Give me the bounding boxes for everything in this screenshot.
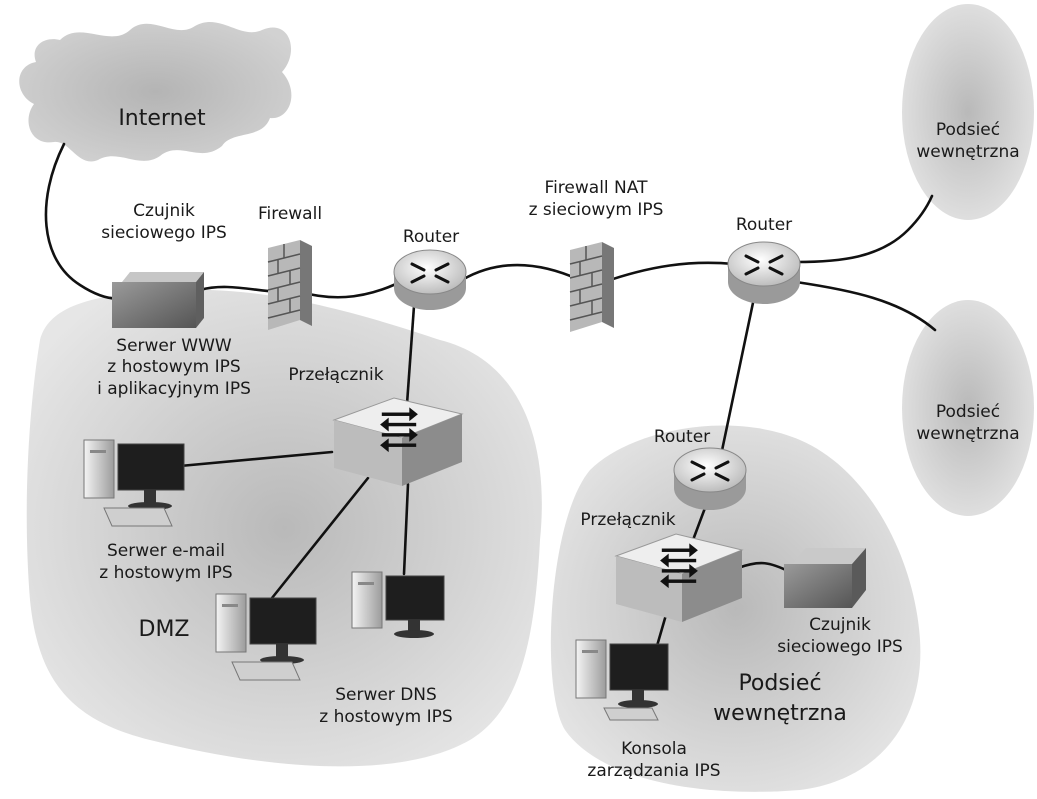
firewall-nat-icon [569, 242, 614, 332]
firewall-icon [267, 240, 312, 330]
subnet-top-label-2: wewnętrzna [916, 142, 1019, 162]
network-sensor-inner-icon [784, 548, 866, 608]
sensor-inner-label-2: sieciowego IPS [777, 637, 903, 657]
console-label-2: zarządzania IPS [587, 761, 720, 781]
router-1-icon [393, 249, 467, 310]
web-server-computer-icon [83, 439, 185, 527]
subnet-inner-label-1: Podsieć [738, 671, 821, 696]
firewall-label: Firewall [258, 204, 322, 224]
web-server-label-2: z hostowym IPS [107, 357, 240, 377]
subnet-right-label-1: Podsieć [936, 402, 1000, 422]
switch-dmz-label: Przełącznik [288, 365, 383, 385]
switch-inner-icon [614, 533, 744, 622]
dns-server-label-1: Serwer DNS [335, 685, 437, 705]
dmz-label: DMZ [139, 617, 190, 642]
internet-label: Internet [118, 106, 206, 131]
subnet-right-ellipse [902, 300, 1034, 516]
router-2-label: Router [736, 215, 792, 235]
subnet-right-label-2: wewnętrzna [916, 424, 1019, 444]
console-label-1: Konsola [621, 739, 687, 759]
mail-server-label-2: z hostowym IPS [99, 563, 232, 583]
web-server-label-3: i aplikacyjnym IPS [97, 379, 251, 399]
dmz-zone [26, 290, 542, 767]
dns-server-computer-icon [351, 571, 445, 638]
subnet-top-label-1: Podsieć [936, 120, 1000, 140]
subnet-inner-label-2: wewnętrzna [713, 701, 847, 726]
firewall-nat-label-2: z sieciowym IPS [529, 200, 664, 220]
dns-server-label-2: z hostowym IPS [319, 707, 452, 727]
web-server-label-1: Serwer WWW [116, 336, 232, 356]
router-2-icon [727, 241, 801, 304]
sensor-top-label-2: sieciowego IPS [101, 223, 227, 243]
ips-console-computer-icon [575, 639, 669, 721]
sensor-top-label-1: Czujnik [133, 201, 195, 221]
mail-server-computer-icon [215, 593, 317, 681]
subnet-top-ellipse [902, 4, 1034, 220]
router-3-label: Router [654, 427, 710, 447]
firewall-nat-label-1: Firewall NAT [545, 178, 649, 198]
network-sensor-top-icon [112, 272, 204, 328]
mail-server-label-1: Serwer e-mail [107, 541, 225, 561]
router-3-icon [673, 447, 747, 510]
internet-cloud [19, 21, 292, 162]
switch-dmz-icon [332, 397, 464, 486]
router-1-label: Router [403, 227, 459, 247]
switch-inner-label: Przełącznik [580, 510, 675, 530]
sensor-inner-label-1: Czujnik [809, 615, 871, 635]
